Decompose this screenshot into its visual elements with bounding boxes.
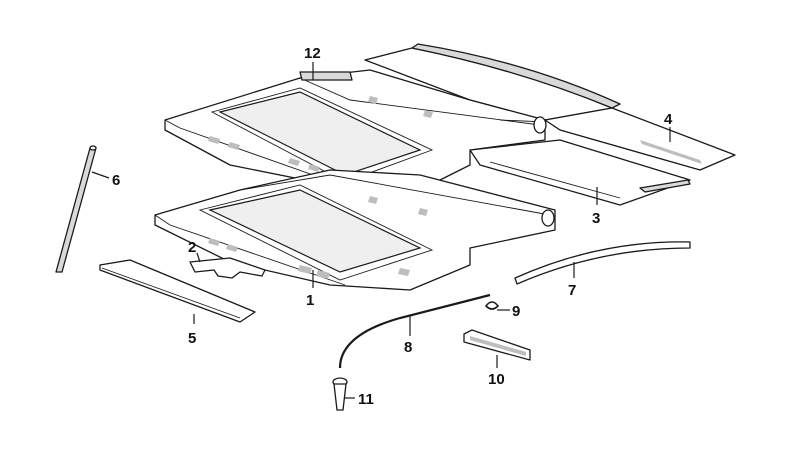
part-5-seal-strip[interactable]	[99, 259, 256, 323]
leader-lines	[91, 62, 671, 399]
part-4-rear-panel[interactable]	[364, 43, 736, 171]
callout-6: 6	[112, 172, 120, 189]
part-12-upper-frame[interactable]	[164, 69, 547, 191]
callout-2: 2	[188, 239, 196, 256]
callout-10: 10	[488, 371, 505, 388]
part-2-clip[interactable]	[189, 257, 266, 279]
part-3-rear-panel[interactable]	[469, 139, 691, 206]
callout-1: 1	[306, 292, 314, 309]
callout-4: 4	[664, 111, 673, 128]
part-7-guide-rail[interactable]	[514, 241, 691, 285]
callout-12: 12	[304, 45, 321, 62]
callout-8: 8	[404, 339, 412, 356]
part-11-pin[interactable]	[332, 377, 348, 411]
callout-11: 11	[358, 391, 374, 408]
part-10-drive-block[interactable]	[463, 329, 531, 361]
part-8-cable[interactable]	[338, 293, 491, 369]
callout-3: 3	[592, 210, 600, 227]
part-9-ring[interactable]	[484, 301, 500, 310]
callout-9: 9	[512, 303, 520, 320]
callout-5: 5	[188, 330, 196, 347]
part-1-lower-frame[interactable]	[154, 169, 556, 291]
callout-7: 7	[568, 282, 576, 299]
callout-labels: 12 1 2 3 4 5 6 7 8 9 10 11	[112, 45, 673, 408]
part-6-rod[interactable]	[55, 145, 97, 273]
